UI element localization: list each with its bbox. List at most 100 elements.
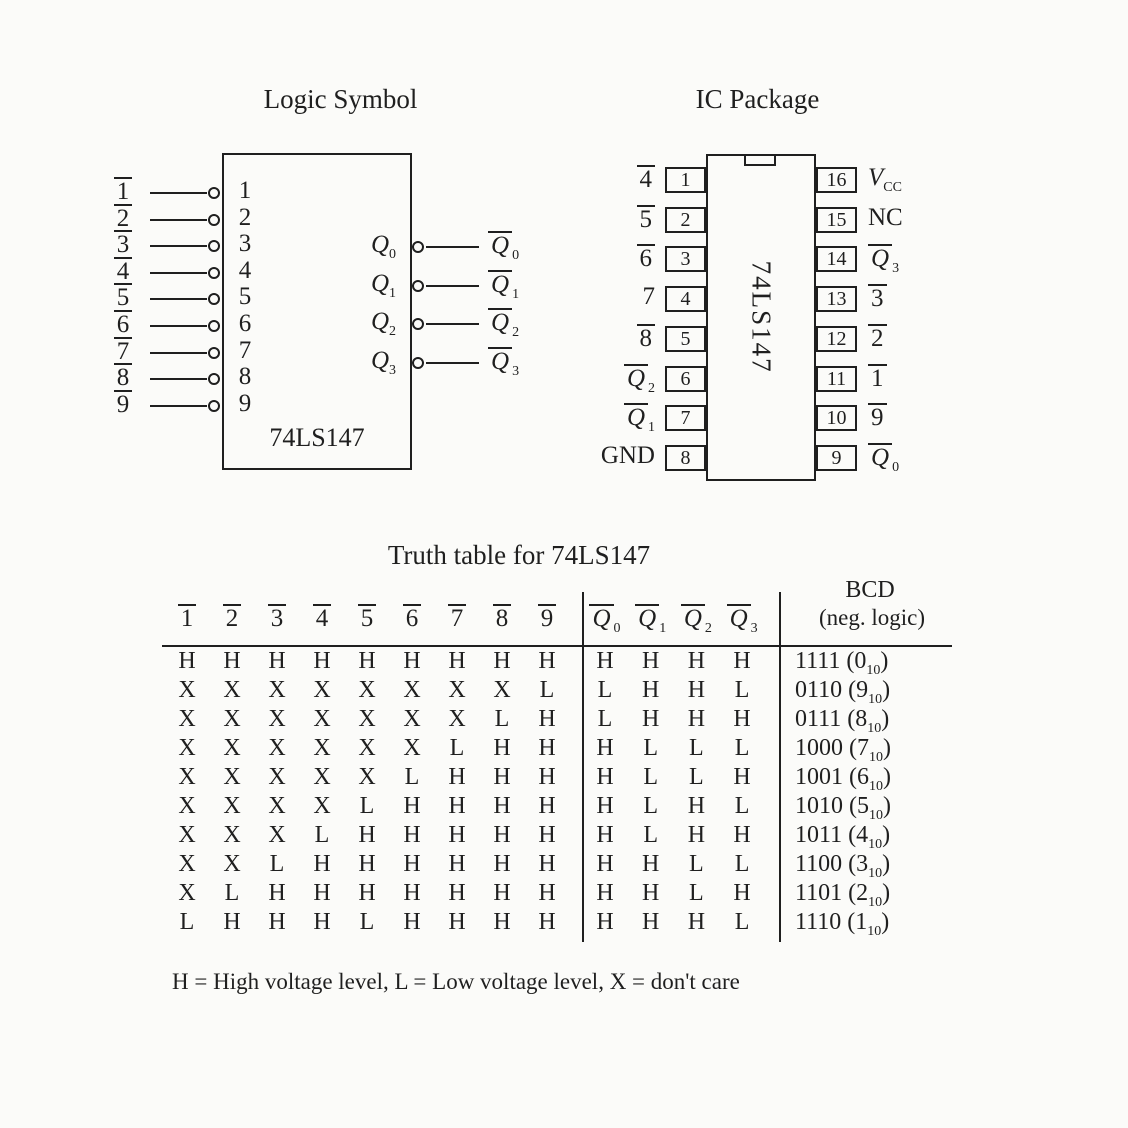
ic-package-chip-label: 74LS147 [706, 154, 816, 481]
tt-col-header-input: 7 [435, 604, 479, 632]
tt-cell-input: H [178, 648, 196, 674]
logic-input-label: 9 [106, 389, 140, 418]
ic-pin-box-right: 16 [816, 167, 857, 193]
logic-output-wire [426, 362, 479, 365]
tt-cell-input: X [178, 677, 196, 703]
tt-cell-output: L [597, 706, 613, 732]
tt-cell-input: X [358, 735, 376, 761]
logic-input-pin-number: 8 [238, 363, 252, 391]
tt-cell-input: X [178, 793, 196, 819]
tt-cell-input: H [493, 822, 511, 848]
tt-cell-output: H [596, 648, 614, 674]
logic-input-label: 2 [106, 203, 140, 232]
ic-pin-label-left: 4 [540, 165, 655, 193]
tt-cell-input: H [538, 851, 556, 877]
ic-pin-box-right: 12 [816, 325, 857, 352]
tt-col-header-input: 9 [525, 604, 569, 632]
logic-input-bubble-icon [208, 187, 220, 199]
tt-cell-input: L [404, 764, 420, 790]
tt-cell-input: X [223, 764, 241, 790]
tt-col-header-input: 1 [165, 604, 209, 632]
tt-cell-input: H [403, 793, 421, 819]
tt-cell-input: H [538, 909, 556, 935]
tt-cell-output: L [734, 677, 750, 703]
ic-pin-label-left: 6 [540, 244, 655, 272]
logic-input-pin-number: 9 [238, 389, 252, 417]
tt-cell-input: H [268, 909, 286, 935]
tt-cell-output: H [687, 793, 706, 819]
tt-cell-output: L [643, 735, 659, 761]
tt-cell-output: H [687, 648, 706, 674]
tt-col-header-input: 5 [345, 604, 389, 632]
logic-input-label: 6 [106, 310, 140, 338]
tt-cell-bcd: 0110 (910) [795, 677, 891, 707]
tt-cell-output: H [642, 648, 660, 674]
tt-cell-input: X [223, 706, 241, 732]
tt-cell-bcd: 1001 (610) [795, 764, 891, 794]
tt-cell-output: L [643, 822, 659, 848]
logic-output-bubble-icon [412, 241, 424, 253]
tt-cell-output: L [689, 880, 704, 906]
tt-header-rule [162, 645, 952, 647]
ic-pin-label-right: NC [868, 203, 903, 231]
tt-cell-input: H [223, 648, 241, 674]
tt-cell-input: X [448, 706, 466, 732]
tt-cell-input: L [539, 677, 555, 703]
logic-input-pin-number: 2 [238, 203, 252, 231]
logic-input-pin-number: 6 [238, 310, 252, 337]
tt-cell-output: L [734, 793, 750, 819]
tt-cell-input: H [448, 880, 466, 906]
tt-cell-output: H [596, 909, 614, 935]
logic-input-pin-number: 3 [238, 230, 252, 258]
tt-cell-output: L [597, 677, 613, 703]
tt-cell-input: H [313, 851, 331, 877]
tt-bcd-header-line1: BCD [845, 577, 895, 603]
truth-table-legend: H = High voltage level, L = Low voltage … [172, 969, 740, 994]
tt-cell-input: H [403, 822, 421, 848]
tt-cell-bcd: 1000 (710) [795, 735, 891, 765]
tt-cell-bcd: 1010 (510) [795, 793, 891, 823]
logic-input-wire [150, 271, 207, 274]
logic-input-wire [150, 378, 207, 381]
tt-cell-output: H [733, 706, 751, 732]
logic-input-pin-number: 4 [238, 256, 252, 284]
tt-cell-input: H [358, 851, 376, 877]
tt-cell-input: H [403, 909, 421, 935]
tt-col-header-input: 2 [210, 604, 254, 632]
tt-cell-input: X [358, 764, 376, 790]
tt-cell-input: H [223, 909, 241, 935]
ic-pin-box-left: 4 [665, 286, 706, 313]
tt-cell-output: H [733, 880, 751, 906]
logic-input-wire [150, 192, 207, 194]
tt-cell-input: H [493, 648, 511, 674]
tt-cell-bcd: 1111 (010) [795, 648, 889, 678]
tt-cell-input: H [538, 648, 556, 674]
tt-vertical-rule-inputs-outputs [582, 592, 584, 942]
tt-cell-input: X [223, 822, 241, 848]
logic-input-bubble-icon [208, 320, 220, 332]
logic-input-wire [150, 404, 207, 407]
tt-col-header-input: 8 [480, 604, 524, 632]
tt-cell-input: H [403, 648, 421, 674]
tt-col-header-input: 6 [390, 604, 434, 632]
tt-cell-output: H [596, 764, 614, 790]
logic-input-bubble-icon [208, 266, 220, 279]
logic-input-label: 8 [106, 363, 140, 391]
logic-output-bubble-icon [412, 318, 424, 331]
ic-pin-box-left: 5 [665, 325, 706, 352]
logic-symbol-title: Logic Symbol [263, 84, 418, 114]
tt-cell-input: H [313, 648, 331, 674]
tt-cell-input: H [268, 880, 286, 906]
tt-cell-input: H [358, 648, 376, 674]
logic-input-bubble-icon [208, 240, 220, 253]
tt-cell-input: H [493, 880, 511, 906]
ic-pin-label-right: 1 [868, 363, 998, 392]
logic-input-label: 3 [106, 230, 140, 258]
tt-cell-bcd: 1110 (110) [795, 909, 890, 939]
tt-cell-input: X [178, 764, 196, 790]
